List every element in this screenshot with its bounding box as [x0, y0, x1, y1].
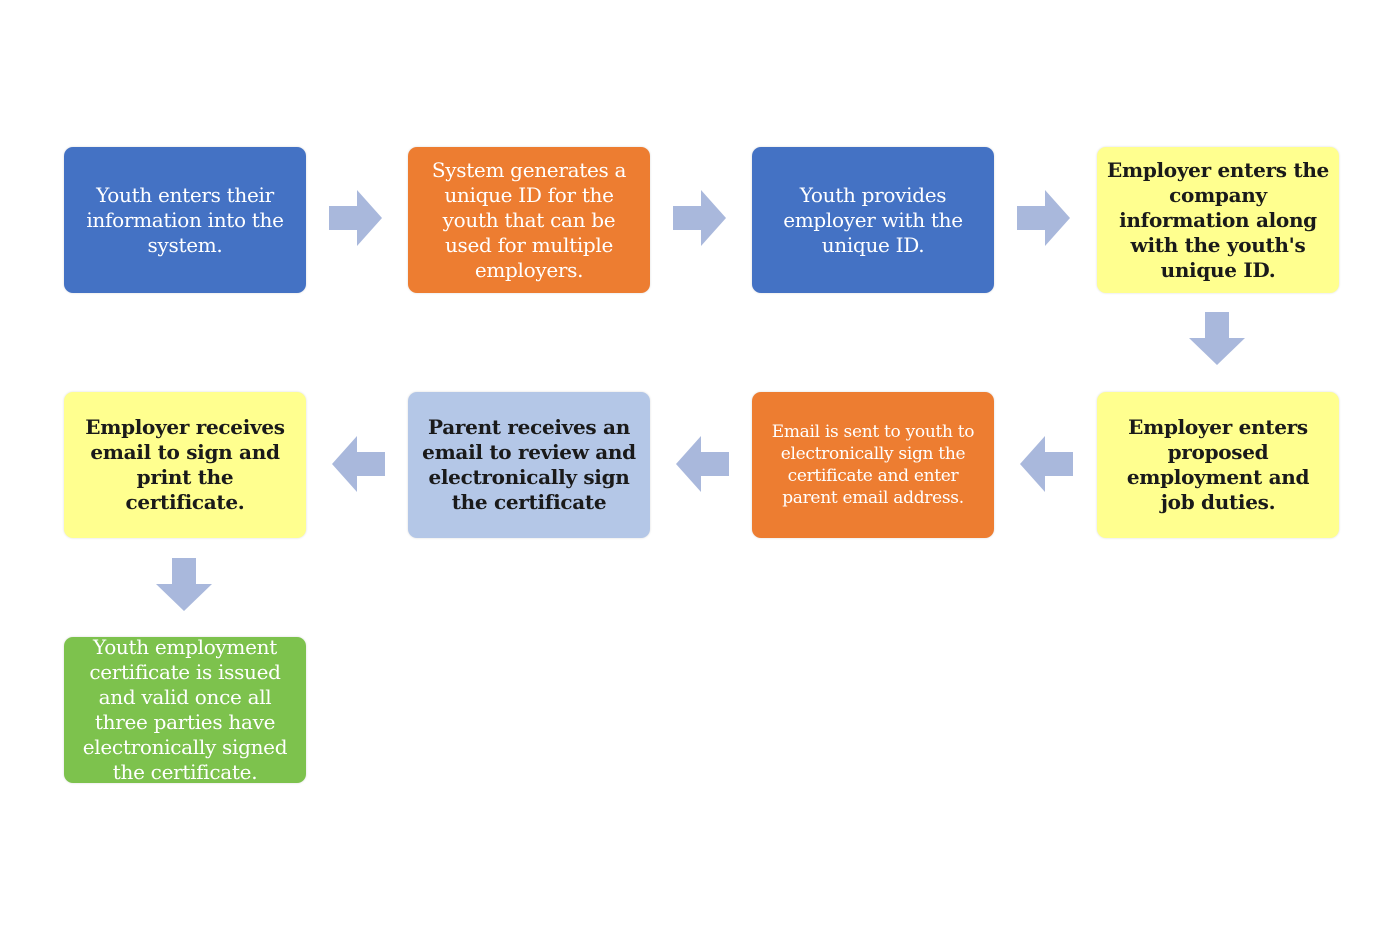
- arrow-right-icon: [327, 188, 387, 248]
- arrow-down-icon: [154, 556, 214, 616]
- step-label: Employer enters the company information …: [1107, 157, 1329, 282]
- arrow-left-icon: [671, 434, 731, 494]
- arrow-left-icon: [327, 434, 387, 494]
- step-email-to-youth: Email is sent to youth to electronically…: [752, 392, 994, 538]
- step-employer-prints: Employer receives email to sign and prin…: [64, 392, 306, 538]
- step-label: Employer receives email to sign and prin…: [85, 415, 285, 514]
- step-label: Youth provides employer with the unique …: [783, 182, 963, 257]
- arrow-right-icon: [1015, 188, 1075, 248]
- arrow-down-icon: [1187, 310, 1247, 370]
- step-employer-enters-duties: Employer enters proposed employment and …: [1097, 392, 1339, 538]
- step-label: System generates a unique ID for the you…: [431, 157, 627, 282]
- step-employer-enters-company: Employer enters the company information …: [1097, 147, 1339, 293]
- step-parent-signs: Parent receives an email to review and e…: [408, 392, 650, 538]
- step-certificate-issued: Youth employment certificate is issued a…: [64, 635, 306, 784]
- arrow-left-icon: [1015, 434, 1075, 494]
- step-youth-enters-info: Youth enters their information into the …: [64, 147, 306, 293]
- step-label: Parent receives an email to review and e…: [422, 415, 636, 514]
- step-label: Email is sent to youth to electronically…: [771, 422, 975, 508]
- step-label: Youth enters their information into the …: [86, 182, 284, 257]
- step-youth-provides-id: Youth provides employer with the unique …: [752, 147, 994, 293]
- step-system-generates-id: System generates a unique ID for the you…: [408, 147, 650, 293]
- arrow-right-icon: [671, 188, 731, 248]
- step-label: Youth employment certificate is issued a…: [82, 635, 288, 784]
- step-label: Employer enters proposed employment and …: [1126, 415, 1310, 514]
